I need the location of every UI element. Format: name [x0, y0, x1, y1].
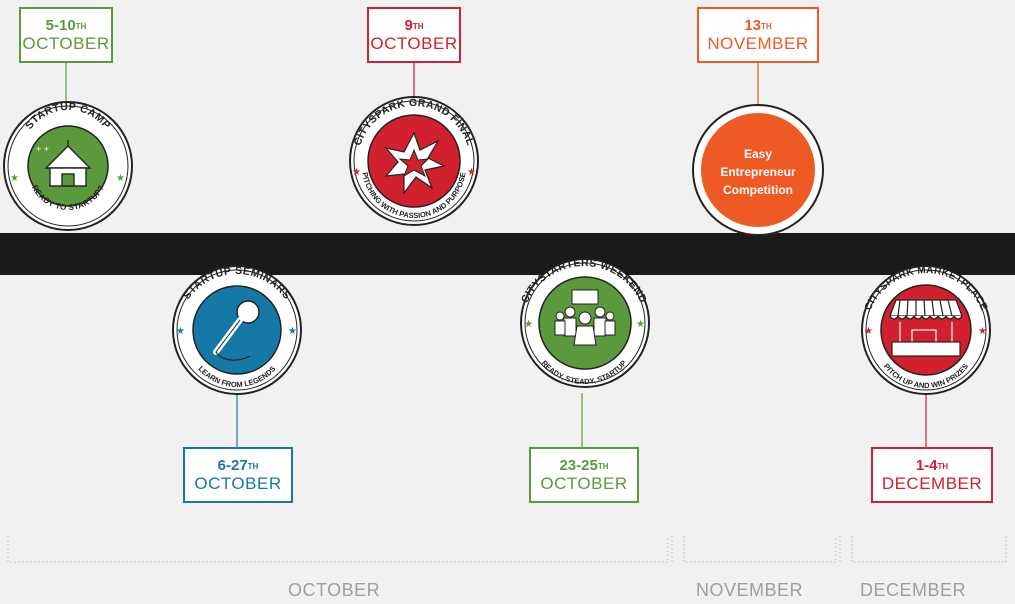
date-box-startup-camp: 5-10TH OCTOBER	[19, 7, 113, 63]
microphone-icon	[213, 300, 260, 361]
october-bracket	[7, 536, 669, 563]
date-suffix: TH	[247, 461, 259, 471]
date-box-grand-final: 9TH OCTOBER	[367, 7, 461, 63]
date-suffix: TH	[412, 21, 424, 31]
medallion-marketplace: CITYSPARK MARKETPLACE PITCH UP AND WIN P…	[861, 265, 991, 395]
date-month: OCTOBER	[194, 473, 282, 493]
tent-icon	[44, 140, 92, 187]
easy-entrepreneur-label: Easy Entrepreneur Competition	[708, 145, 808, 199]
star-icon: ★	[524, 319, 533, 330]
december-bracket	[851, 536, 1007, 563]
date-number: 6-27	[217, 456, 248, 474]
timeline-band	[0, 233, 1015, 275]
month-label-october: OCTOBER	[288, 580, 381, 600]
date-month: OCTOBER	[540, 473, 628, 493]
date-box-citystarters: 23-25TH OCTOBER	[529, 447, 639, 503]
star-icon: ★	[10, 173, 19, 184]
star-icon: ★	[636, 319, 645, 330]
star-icon: ★	[176, 326, 185, 337]
sparkle-icon: + +	[36, 144, 49, 154]
date-box-startup-seminars: 6-27TH OCTOBER	[183, 447, 293, 503]
date-number: 1-4	[915, 456, 938, 474]
star-icon: ★	[978, 326, 987, 337]
star-icon: ★	[864, 326, 873, 337]
date-suffix: TH	[597, 461, 609, 471]
date-suffix: TH	[75, 21, 87, 31]
date-month: DECEMBER	[881, 473, 983, 493]
month-label-november: NOVEMBER	[696, 580, 804, 600]
date-number: 5-10	[45, 16, 76, 34]
people-group-icon	[554, 289, 616, 346]
medallion-startup-camp: STARTUP CAMP READY TO STARTUP? ★ ★ + +	[3, 101, 133, 231]
november-bracket	[683, 536, 837, 563]
medallion-startup-seminars: STARTUP SEMINARS LEARN FROM LEGENDS ★ ★	[172, 265, 302, 395]
date-suffix: TH	[761, 21, 772, 31]
date-number: 13	[744, 16, 761, 34]
market-stall-icon	[889, 299, 963, 357]
star-icon: ★	[116, 173, 125, 184]
medallion-easy-entrepreneur	[692, 104, 824, 236]
star-icon: ★	[288, 326, 297, 337]
date-month: OCTOBER	[22, 33, 110, 53]
date-box-marketplace: 1-4TH DECEMBER	[871, 447, 993, 503]
month-brackets	[7, 536, 1007, 563]
date-box-easy-entrepreneur: 13TH NOVEMBER	[697, 7, 819, 63]
month-label-december: DECEMBER	[860, 580, 967, 600]
date-number: 9	[404, 16, 413, 34]
center-label-line2: Entrepreneur	[720, 165, 796, 179]
date-suffix: TH	[937, 461, 949, 471]
date-number: 23-25	[559, 456, 598, 474]
date-month: NOVEMBER	[707, 33, 809, 53]
medallion-citystarters-weekend: CITYSTARTERS WEEKEND READY, STEADY, STAR…	[519, 257, 650, 388]
star-icon: ★	[352, 167, 361, 178]
center-label-line3: Competition	[723, 183, 793, 197]
medallion-grand-final: CITYSPARK GRAND FINAL PITCHING WITH PASS…	[349, 96, 479, 226]
center-label-line1: Easy	[743, 147, 773, 161]
date-month: OCTOBER	[370, 33, 458, 53]
star-icon: ★	[467, 167, 476, 178]
